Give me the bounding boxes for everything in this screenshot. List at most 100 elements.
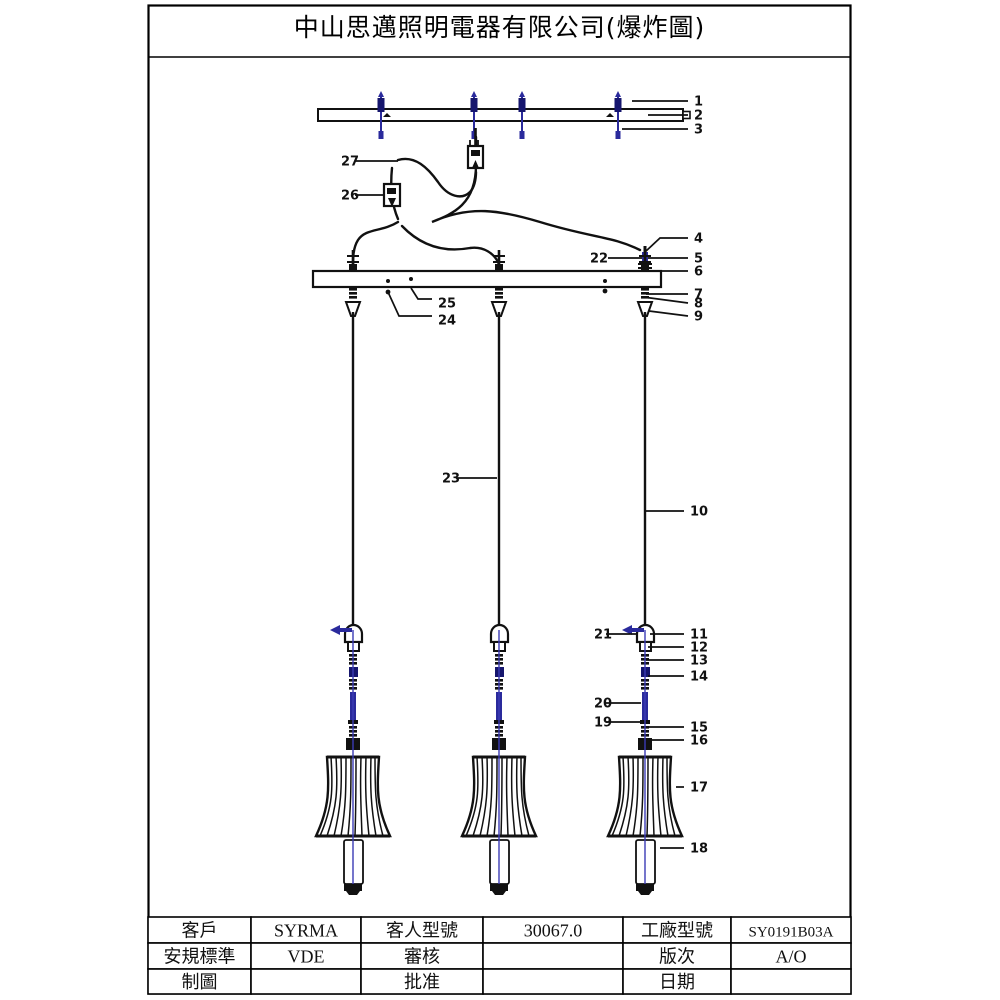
callout-5: 5 <box>648 252 703 267</box>
callout-label-18: 18 <box>690 842 708 857</box>
title-block-table: 客戶 SYRMA 客人型號 30067.0 工廠型號 SY0191B03A 安規標準 VDE 審… <box>147 916 852 995</box>
table-cell-text: 客戶 <box>182 921 218 942</box>
table-cell-text: 客人型號 <box>386 921 458 942</box>
callout-12: 12 <box>648 641 708 656</box>
table-cell-r2-c4: 日期 <box>622 968 732 995</box>
table-cell-r1-c2: 審核 <box>360 942 484 970</box>
callout-15: 15 <box>648 721 708 736</box>
table-cell-text: 批准 <box>404 972 440 993</box>
table-cell-r2-c0: 制圖 <box>147 968 252 995</box>
table-cell-r0-c0: 客戶 <box>147 916 252 944</box>
table-cell-text: 制圖 <box>182 972 218 993</box>
table-cell-border <box>482 942 624 970</box>
table-cell-border <box>730 916 852 944</box>
callout-26: 26 <box>341 189 384 204</box>
callout-1: 1 <box>632 95 703 110</box>
callout-23: 23 <box>442 472 497 487</box>
callout-layer: 1234567891011121314151617181920212223242… <box>341 95 708 857</box>
callout-22: 22 <box>590 252 642 267</box>
table-cell-border <box>482 968 624 995</box>
middle-pendant <box>460 250 538 895</box>
callout-3: 3 <box>622 123 703 138</box>
callout-leader-4 <box>644 237 688 253</box>
table-cell-border <box>147 968 252 995</box>
callout-6: 6 <box>648 265 703 280</box>
callout-label-5: 5 <box>694 252 703 267</box>
table-cell-r0-c1[interactable]: SYRMA <box>250 916 362 944</box>
table-cell-r1-c3[interactable] <box>482 942 624 970</box>
callout-label-22: 22 <box>590 252 608 267</box>
callout-19: 19 <box>594 716 641 731</box>
table-cell-r1-c0: 安規標準 <box>147 942 252 970</box>
callout-7: 7 <box>646 288 703 303</box>
table-cell-text: SY0191B03A <box>748 925 833 941</box>
table-cell-border <box>622 916 732 944</box>
callout-label-25: 25 <box>438 297 456 312</box>
table-cell-text: 版次 <box>659 947 695 968</box>
callout-10: 10 <box>645 505 708 520</box>
callout-label-24: 24 <box>438 314 456 329</box>
table-cell-text: 安規標準 <box>164 947 236 968</box>
callout-8: 8 <box>642 296 703 312</box>
table-cell-text: 審核 <box>404 947 440 968</box>
right-pendant <box>606 250 684 895</box>
callout-label-15: 15 <box>690 721 708 736</box>
callout-4: 4 <box>644 232 703 253</box>
callout-16: 16 <box>650 734 708 749</box>
table-cell-r2-c1[interactable] <box>250 968 362 995</box>
table-cell-border <box>250 968 362 995</box>
callout-label-9: 9 <box>694 310 703 325</box>
callout-11: 11 <box>650 628 708 643</box>
table-cell-r1-c1[interactable]: VDE <box>250 942 362 970</box>
table-cell-text: 工廠型號 <box>641 920 713 942</box>
callout-leader-25 <box>410 287 432 300</box>
table-cell-text: SYRMA <box>274 921 338 941</box>
table-cell-r1-c5[interactable]: A/O <box>730 942 852 970</box>
callout-13: 13 <box>646 654 708 669</box>
callout-leader-9 <box>648 310 689 317</box>
callout-label-16: 16 <box>690 734 708 749</box>
mounting-bar <box>311 269 663 295</box>
callout-label-14: 14 <box>690 670 708 685</box>
table-cell-r2-c2: 批准 <box>360 968 484 995</box>
callout-leader-8 <box>642 296 689 304</box>
callout-leader-24 <box>387 291 432 317</box>
callout-label-8: 8 <box>694 297 703 312</box>
table-cell-r0-c5[interactable]: SY0191B03A <box>730 916 852 944</box>
top-rail-assembly <box>317 91 691 149</box>
lampshade <box>460 755 538 838</box>
callout-label-10: 10 <box>690 505 708 520</box>
callout-17: 17 <box>676 781 708 796</box>
callout-label-11: 11 <box>690 628 708 643</box>
callout-label-26: 26 <box>341 189 359 204</box>
callout-label-4: 4 <box>694 232 703 247</box>
pendant-top-clamp <box>639 250 651 272</box>
pendant-top-clamp <box>493 250 505 272</box>
callout-2: 2 <box>648 109 703 124</box>
wire-clamp-left <box>382 182 402 208</box>
callout-label-3: 3 <box>694 123 703 138</box>
table-cell-text: 30067.0 <box>524 921 583 941</box>
callout-18: 18 <box>660 842 708 857</box>
table-cell-r2-c3[interactable] <box>482 968 624 995</box>
table-cell-border <box>360 942 484 970</box>
callout-9: 9 <box>648 310 703 325</box>
callout-label-20: 20 <box>594 697 612 712</box>
callout-label-21: 21 <box>594 628 612 643</box>
callout-27: 27 <box>341 155 398 170</box>
pendant-top-clamp <box>347 250 359 272</box>
table-cell-border <box>730 942 852 970</box>
table-cell-r0-c3[interactable]: 30067.0 <box>482 916 624 944</box>
callout-24: 24 <box>387 291 456 329</box>
callout-21: 21 <box>594 628 637 643</box>
callout-20: 20 <box>594 697 641 712</box>
wire-clamp-top <box>466 128 485 170</box>
callout-label-27: 27 <box>341 155 359 170</box>
table-cell-border <box>622 968 732 995</box>
table-cell-text: A/O <box>776 947 807 967</box>
table-cell-r2-c5[interactable] <box>730 968 852 995</box>
callout-label-19: 19 <box>594 716 612 731</box>
callout-label-1: 1 <box>694 95 703 110</box>
